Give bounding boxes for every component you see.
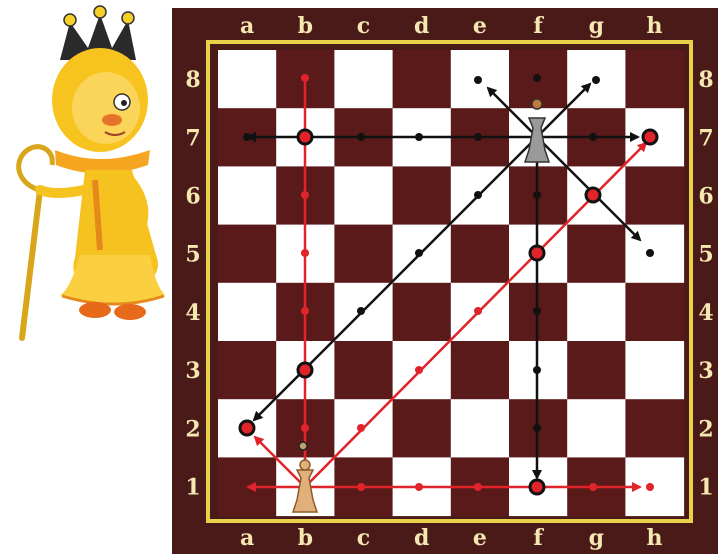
square-e5	[451, 225, 510, 284]
square-h6	[625, 166, 684, 225]
square-g4	[567, 283, 626, 342]
square-c5	[334, 225, 393, 284]
rank-label-left-7: 7	[185, 125, 200, 151]
rank-label-right-6: 6	[698, 184, 713, 210]
square-h4	[625, 283, 684, 342]
square-a3	[218, 341, 277, 400]
rank-label-right-3: 3	[698, 358, 713, 384]
rank-label-left-6: 6	[185, 184, 200, 210]
square-d8	[393, 50, 452, 109]
file-label-top-e: e	[473, 13, 487, 39]
square-g2	[567, 399, 626, 458]
rank-label-right-1: 1	[698, 475, 713, 501]
rank-label-right-8: 8	[698, 67, 713, 93]
rank-label-left-3: 3	[185, 358, 200, 384]
file-label-bottom-b: b	[298, 525, 313, 551]
file-label-bottom-d: d	[414, 525, 429, 551]
square-c8	[334, 50, 393, 109]
file-label-bottom-h: h	[647, 525, 663, 551]
rank-label-right-2: 2	[698, 416, 713, 442]
file-label-bottom-e: e	[473, 525, 487, 551]
file-label-top-g: g	[589, 13, 604, 39]
square-h3	[625, 341, 684, 400]
square-d4	[393, 283, 452, 342]
rank-label-left-1: 1	[185, 475, 200, 501]
file-label-bottom-a: a	[240, 525, 254, 551]
rank-label-left-8: 8	[185, 67, 200, 93]
square-d6	[393, 166, 452, 225]
square-c3	[334, 341, 393, 400]
square-a4	[218, 283, 277, 342]
queen-character	[19, 6, 165, 338]
square-a5	[218, 225, 277, 284]
rank-label-left-4: 4	[185, 300, 200, 326]
square-e2	[451, 399, 510, 458]
file-label-top-b: b	[298, 13, 313, 39]
square-c6	[334, 166, 393, 225]
square-d2	[393, 399, 452, 458]
square-g5	[567, 225, 626, 284]
file-label-bottom-f: f	[533, 525, 544, 551]
file-label-bottom-g: g	[589, 525, 604, 551]
board-squares	[218, 50, 684, 516]
rank-label-left-2: 2	[185, 416, 200, 442]
square-a6	[218, 166, 277, 225]
rank-label-right-5: 5	[698, 242, 713, 268]
file-label-bottom-c: c	[357, 525, 370, 551]
square-a8	[218, 50, 277, 109]
file-label-top-d: d	[414, 13, 429, 39]
rank-label-right-4: 4	[698, 300, 713, 326]
file-label-top-f: f	[533, 13, 544, 39]
file-label-top-h: h	[647, 13, 663, 39]
file-label-top-c: c	[357, 13, 370, 39]
square-e3	[451, 341, 510, 400]
file-label-top-a: a	[240, 13, 254, 39]
square-g3	[567, 341, 626, 400]
square-h8	[625, 50, 684, 109]
square-h2	[625, 399, 684, 458]
rank-label-right-7: 7	[698, 125, 713, 151]
black-pawn-piece	[299, 442, 307, 450]
rank-label-left-5: 5	[185, 242, 200, 268]
